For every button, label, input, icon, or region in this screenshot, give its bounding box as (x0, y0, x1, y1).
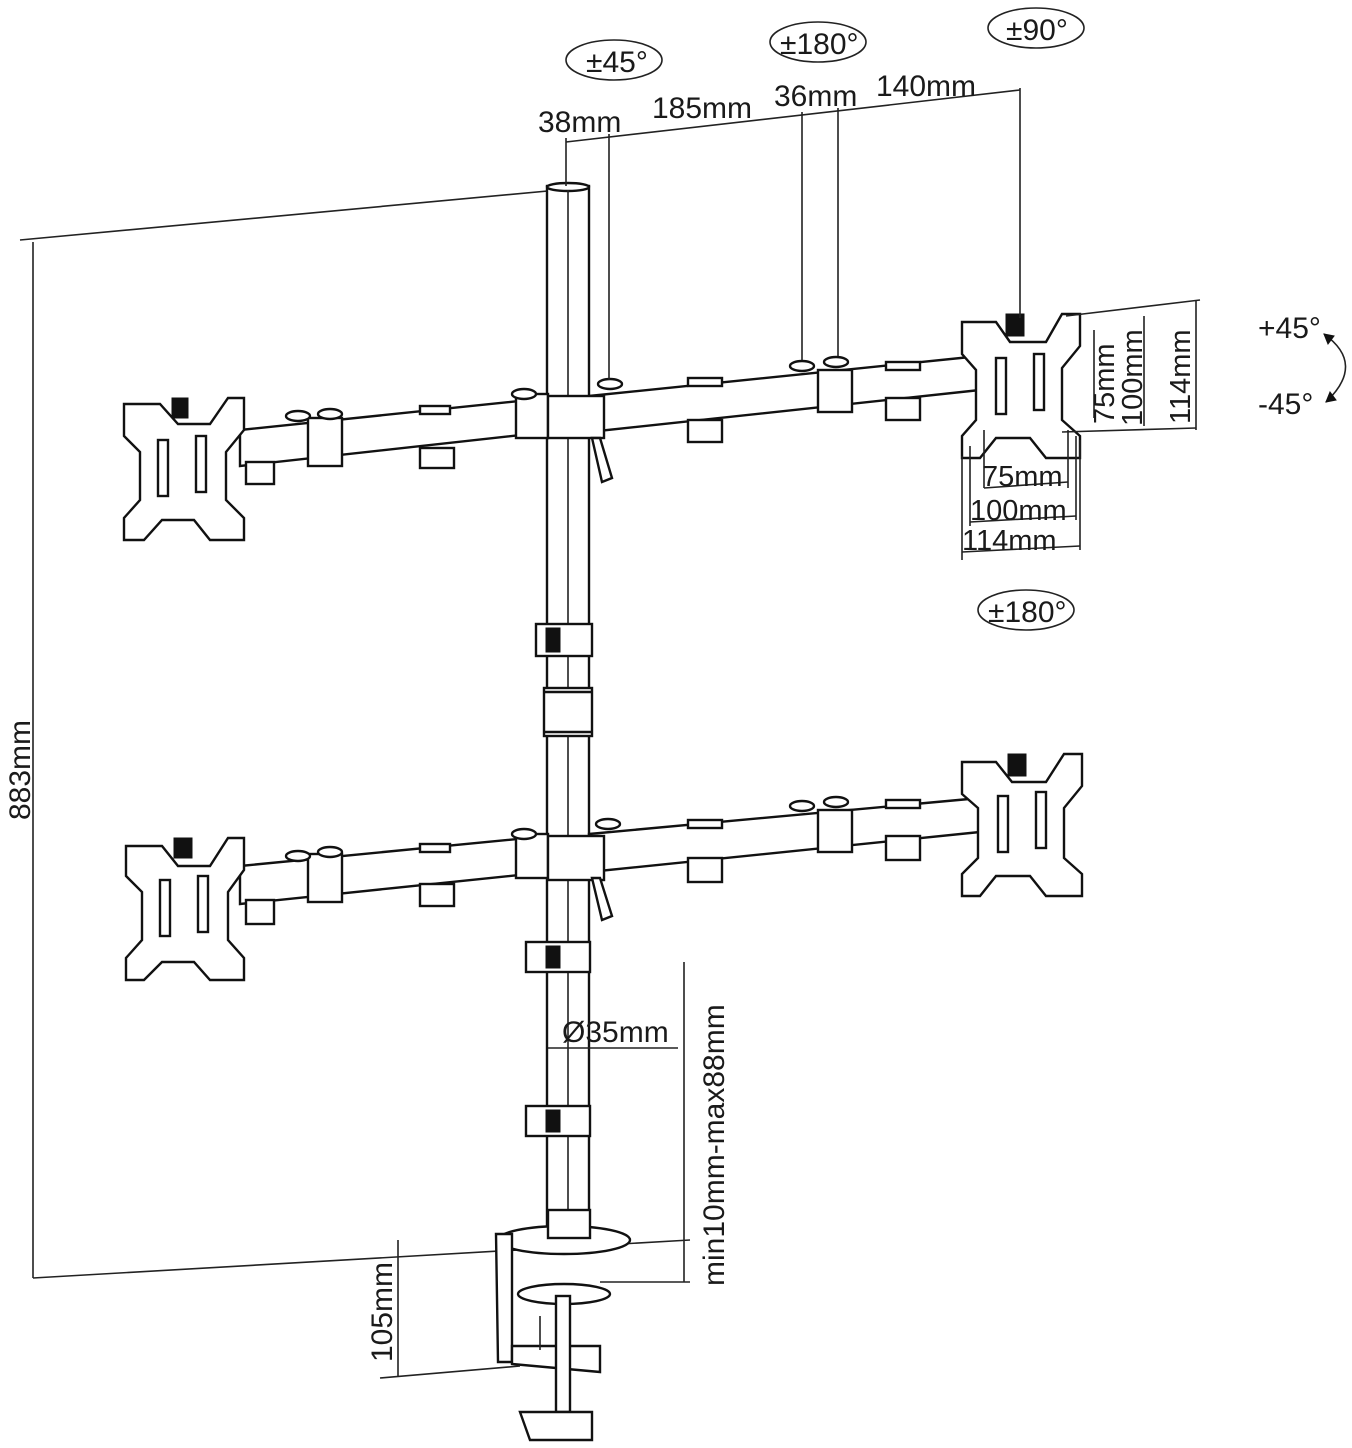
desk-clamp-icon (494, 1208, 632, 1442)
dim-185-label: 185mm (652, 92, 752, 125)
vesa-plate-icon (122, 312, 1084, 982)
vesa-h-100-label: 100mm (970, 495, 1067, 527)
vesa-dimension-lines (961, 299, 1201, 560)
head-swivel-label: ±90° (1006, 14, 1068, 47)
dim-140-label: 140mm (876, 70, 976, 103)
screen-rotate-label: ±180° (988, 596, 1067, 629)
dim-38-label: 38mm (538, 106, 621, 139)
pole-and-desk-dimension-lines (379, 962, 690, 1379)
vesa-h-75-label: 75mm (982, 461, 1063, 493)
pole (542, 181, 594, 1233)
vesa-h-114-label: 114mm (962, 525, 1057, 557)
pole-clip-icon (524, 622, 594, 1138)
vesa-v-75-label: 75mm (1089, 343, 1121, 424)
bottom-arm-left (238, 832, 550, 926)
bottom-arm-right (510, 795, 982, 922)
pole-diameter-label: Ø35mm (562, 1016, 669, 1049)
dim-36-label: 36mm (774, 80, 857, 113)
tilt-down-label: -45° (1258, 388, 1313, 421)
arm-length-dimension (565, 88, 1021, 380)
vesa-v-114-label: 114mm (1165, 329, 1197, 424)
tilt-up-label: +45° (1258, 312, 1321, 345)
vesa-v-100-label: 100mm (1117, 329, 1149, 426)
desk-thickness-label: min10mm-max88mm (698, 1004, 731, 1286)
clamp-height-label: 105mm (366, 1262, 399, 1362)
arm-swivel-label: ±45° (586, 46, 648, 79)
dimension-labels: ±45° ±180° ±90° ±180° +45° -45° 38mm 185… (4, 14, 1321, 1362)
rotation-arrow-icon (565, 7, 1347, 631)
total-height-label: 883mm (4, 720, 37, 820)
arm-rotate-label: ±180° (780, 28, 859, 61)
top-arm-left (238, 392, 550, 486)
top-arm-right (510, 354, 982, 484)
